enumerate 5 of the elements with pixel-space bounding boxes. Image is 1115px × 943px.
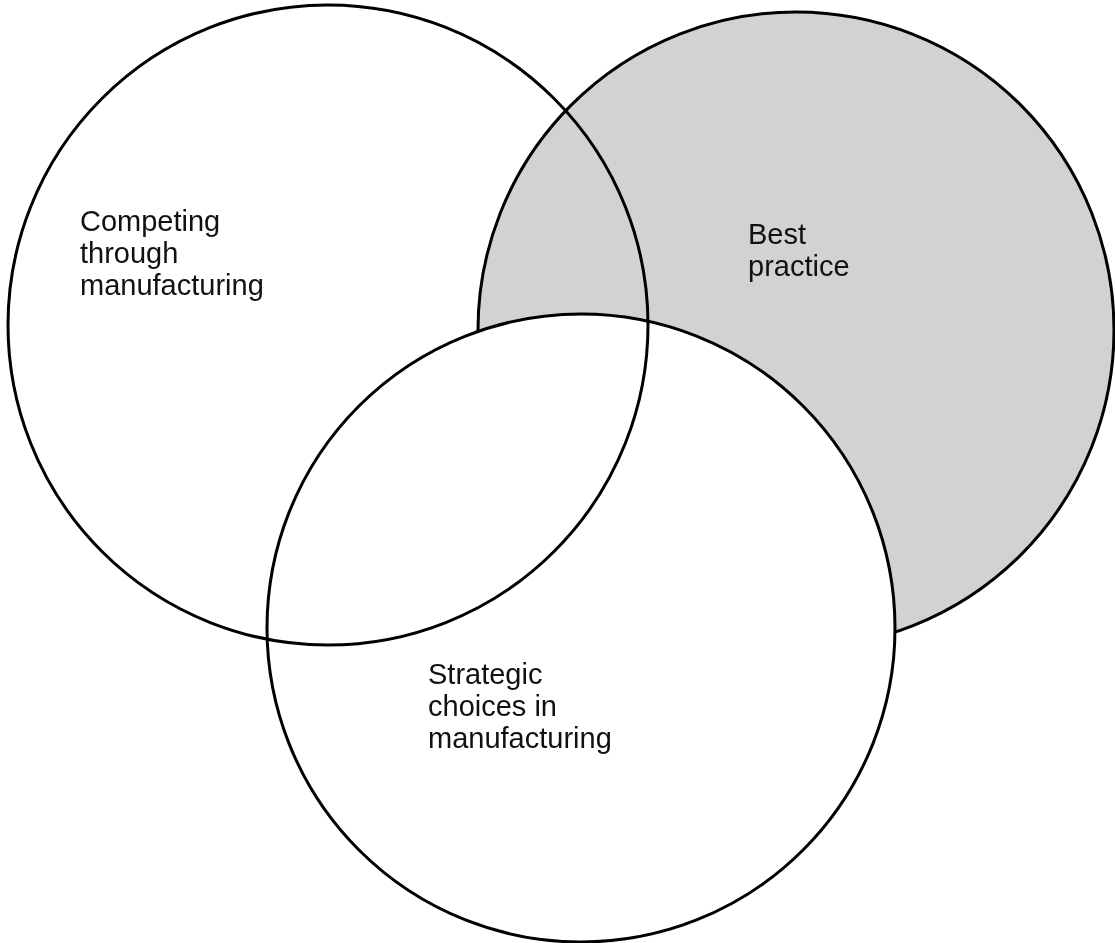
circle-label: Best practice (748, 218, 851, 282)
venn-circle (5, 2, 651, 648)
circle-label: Strategic choices in manufacturing (428, 658, 613, 754)
circle-label: Competing through manufacturing (80, 205, 265, 301)
venn-circle (264, 311, 898, 943)
